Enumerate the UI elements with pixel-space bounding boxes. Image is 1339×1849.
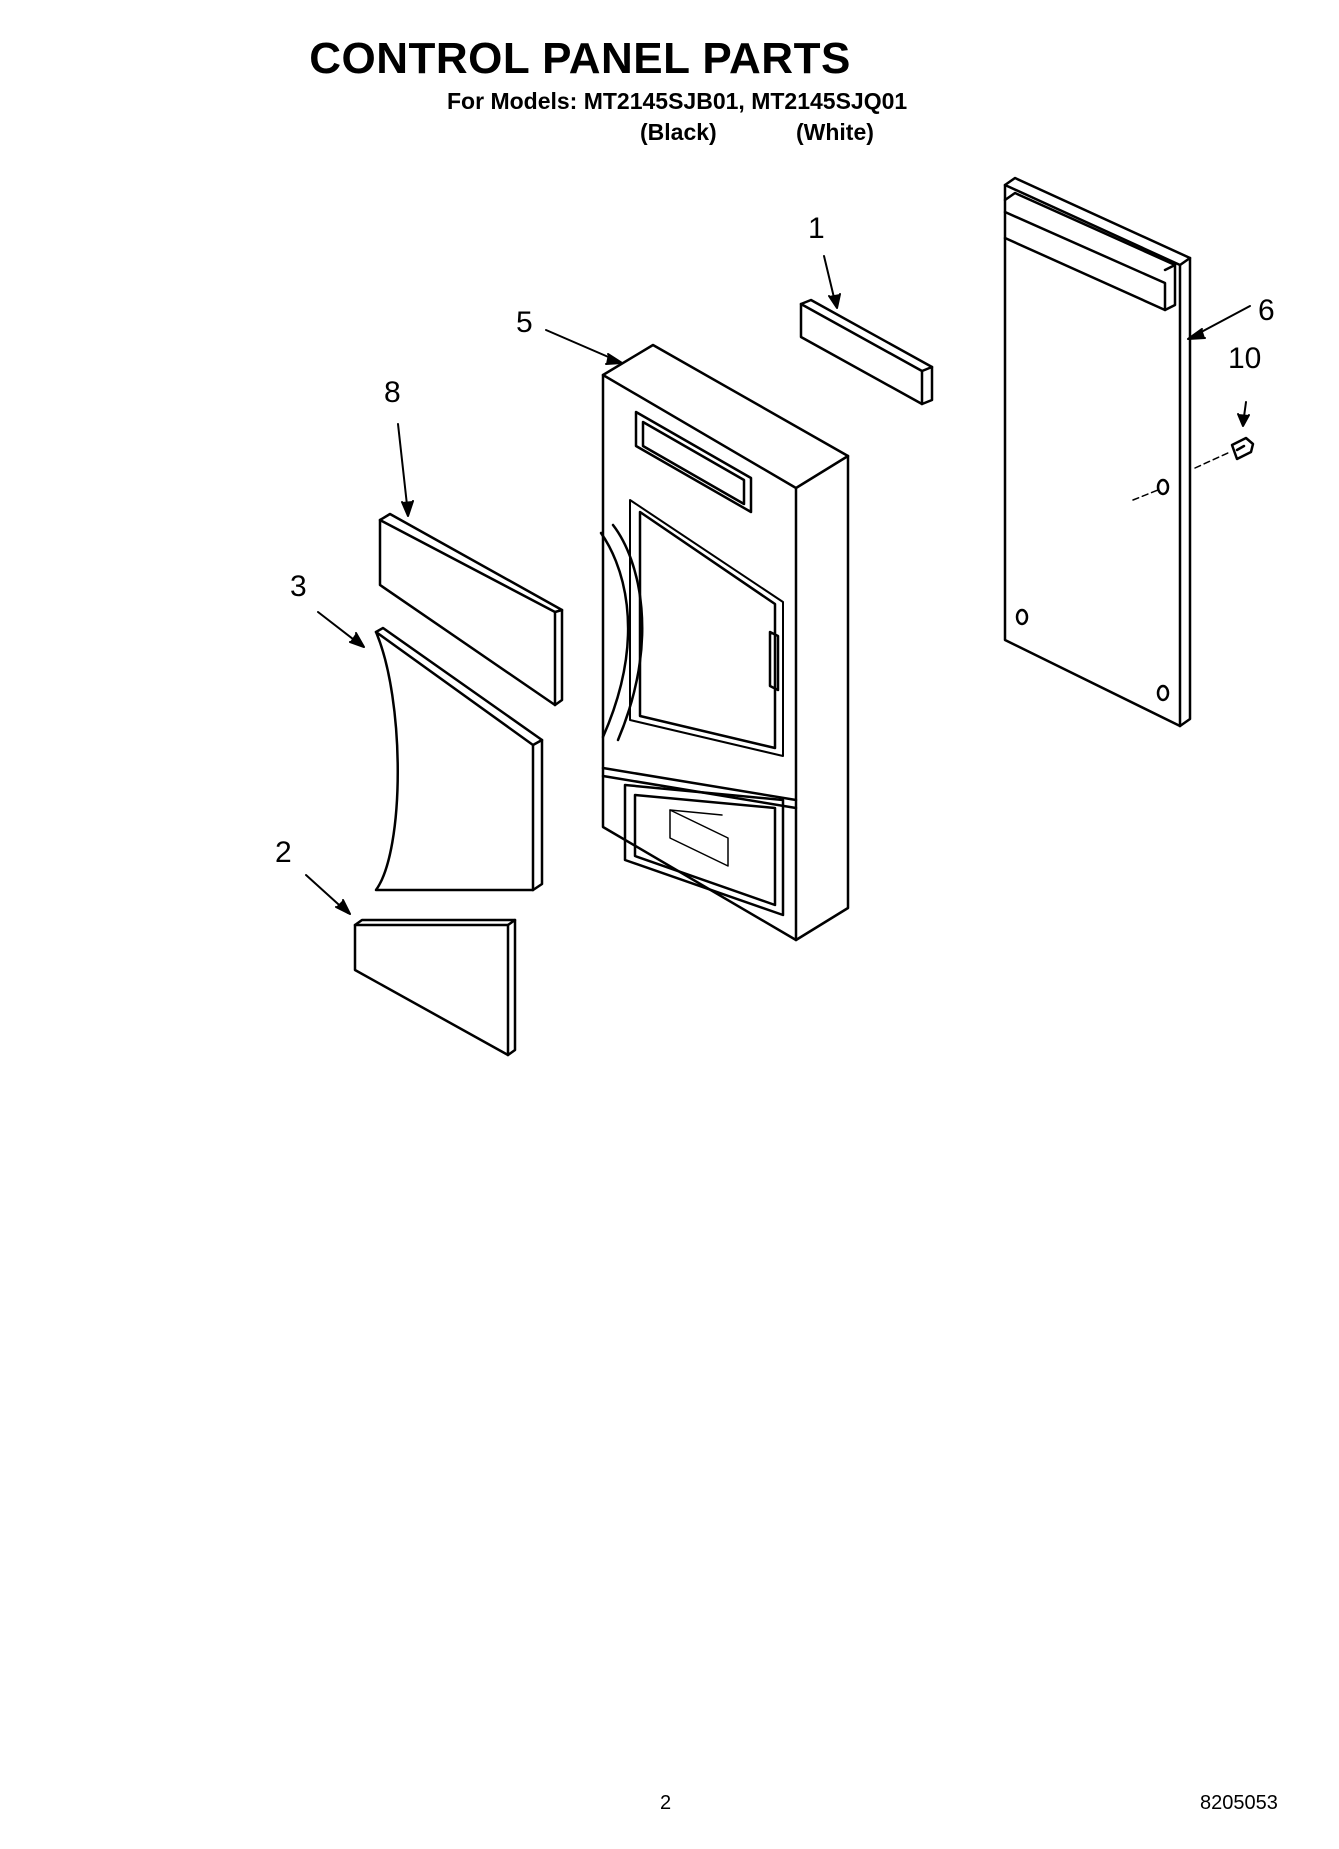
page-number: 2 bbox=[660, 1792, 672, 1814]
part-1-strip bbox=[799, 298, 934, 406]
header: CONTROL PANEL PARTS For Models: MT2145SJ… bbox=[0, 0, 1339, 160]
callout-labels: 1 2 3 5 6 8 10 bbox=[275, 212, 1275, 869]
callout-1: 1 bbox=[808, 212, 825, 245]
callout-10: 10 bbox=[1228, 342, 1261, 375]
callout-3: 3 bbox=[290, 570, 307, 603]
variant-black-label: (Black) bbox=[640, 119, 717, 145]
part-6-plate bbox=[1003, 176, 1192, 728]
callout-5: 5 bbox=[516, 306, 533, 339]
part-2-panel bbox=[353, 918, 517, 1057]
page-title: CONTROL PANEL PARTS bbox=[309, 34, 851, 83]
models-line: For Models: MT2145SJB01, MT2145SJQ01 bbox=[447, 88, 908, 114]
callout-6: 6 bbox=[1258, 294, 1275, 327]
part-5-housing bbox=[599, 343, 850, 942]
document-number: 8205053 bbox=[1200, 1792, 1278, 1814]
part-8-panel bbox=[378, 512, 564, 707]
part-10-screw bbox=[1194, 436, 1255, 469]
variant-white-label: (White) bbox=[796, 119, 874, 145]
part-3-panel bbox=[374, 626, 544, 892]
callout-8: 8 bbox=[384, 376, 401, 409]
leader-arrows bbox=[305, 255, 1251, 915]
callout-2: 2 bbox=[275, 836, 292, 869]
